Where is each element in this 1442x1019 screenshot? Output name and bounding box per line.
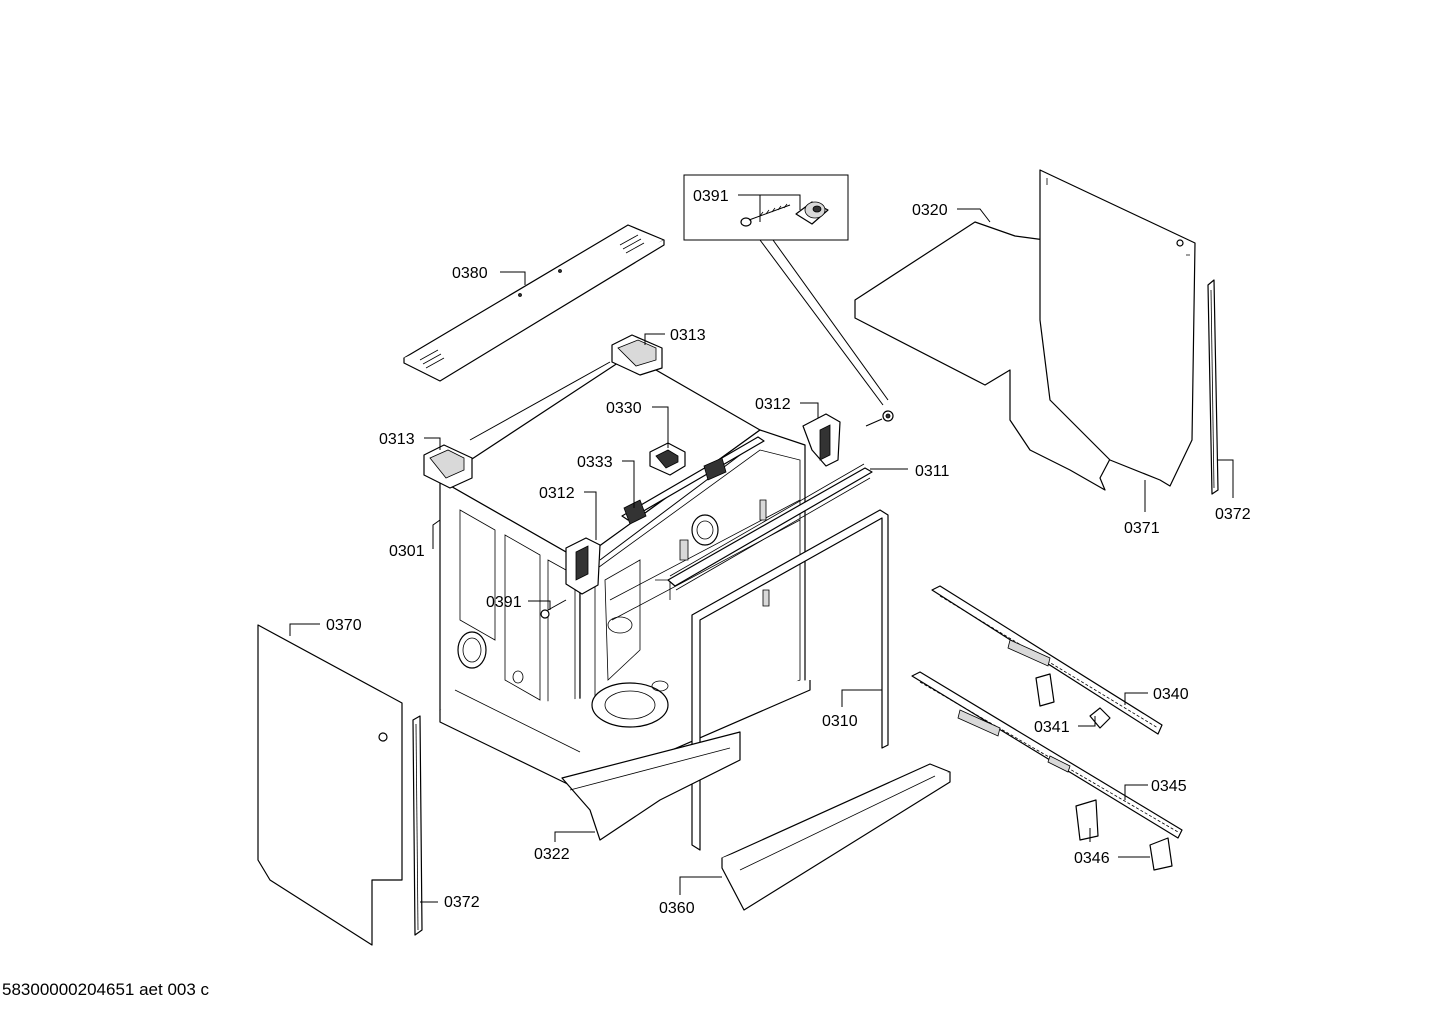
clip-0346 xyxy=(1075,799,1173,871)
trim-strip-0372-left xyxy=(412,715,423,936)
rail-0333 xyxy=(621,436,765,525)
label-0313-top: 0313 xyxy=(670,327,706,344)
label-0313-left: 0313 xyxy=(379,431,415,448)
slide-rail-0345 xyxy=(911,671,1183,839)
label-0345: 0345 xyxy=(1151,778,1187,795)
seal-strip-0311 xyxy=(667,463,873,591)
trim-strip-0372-right xyxy=(1207,279,1219,495)
label-0391-side: 0391 xyxy=(486,594,522,611)
side-panel-0371 xyxy=(1039,169,1196,487)
label-0312-left: 0312 xyxy=(539,485,575,502)
label-0311: 0311 xyxy=(915,463,950,480)
label-0372-bottom: 0372 xyxy=(444,894,480,911)
bottom-trim-0322 xyxy=(561,731,741,841)
label-0370: 0370 xyxy=(326,617,362,634)
label-0360: 0360 xyxy=(659,900,695,917)
corner-bracket-left xyxy=(423,444,473,489)
door-gasket-0310 xyxy=(691,509,889,851)
label-0301: 0301 xyxy=(389,543,425,560)
small-screw-nut xyxy=(865,410,894,427)
slide-rail-0340 xyxy=(931,585,1163,735)
top-plate-0380 xyxy=(403,224,665,382)
tub-body-0301 xyxy=(439,354,811,791)
label-0310: 0310 xyxy=(822,713,858,730)
label-0322: 0322 xyxy=(534,846,570,863)
label-0320: 0320 xyxy=(912,202,948,219)
screw-icon xyxy=(740,203,791,227)
clip-0341 xyxy=(1035,673,1111,729)
document-id-footer: 58300000204651 aet 003 c xyxy=(2,980,210,999)
label-0380: 0380 xyxy=(452,265,488,282)
label-0371: 0371 xyxy=(1124,520,1160,537)
part-labels: 0391 0320 0380 0313 0330 0312 0313 0333 … xyxy=(326,188,1251,917)
label-0330: 0330 xyxy=(606,400,642,417)
label-0372-right: 0372 xyxy=(1215,506,1251,523)
side-screw-0391 xyxy=(540,599,567,619)
leader-lines xyxy=(289,194,1234,903)
nut-icon xyxy=(795,201,829,225)
label-0340: 0340 xyxy=(1153,686,1189,703)
label-0312-right: 0312 xyxy=(755,396,791,413)
corner-bracket-top xyxy=(611,334,663,376)
bracket-0312-right xyxy=(802,413,841,467)
label-0333: 0333 xyxy=(577,454,613,471)
kick-plate-0360 xyxy=(721,763,951,911)
label-0341: 0341 xyxy=(1034,719,1070,736)
side-panel-0370 xyxy=(257,624,403,946)
inset-detail-box xyxy=(683,174,889,406)
label-0391-inset: 0391 xyxy=(693,188,729,205)
label-0346: 0346 xyxy=(1074,850,1110,867)
bracket-0312-left xyxy=(565,537,601,595)
